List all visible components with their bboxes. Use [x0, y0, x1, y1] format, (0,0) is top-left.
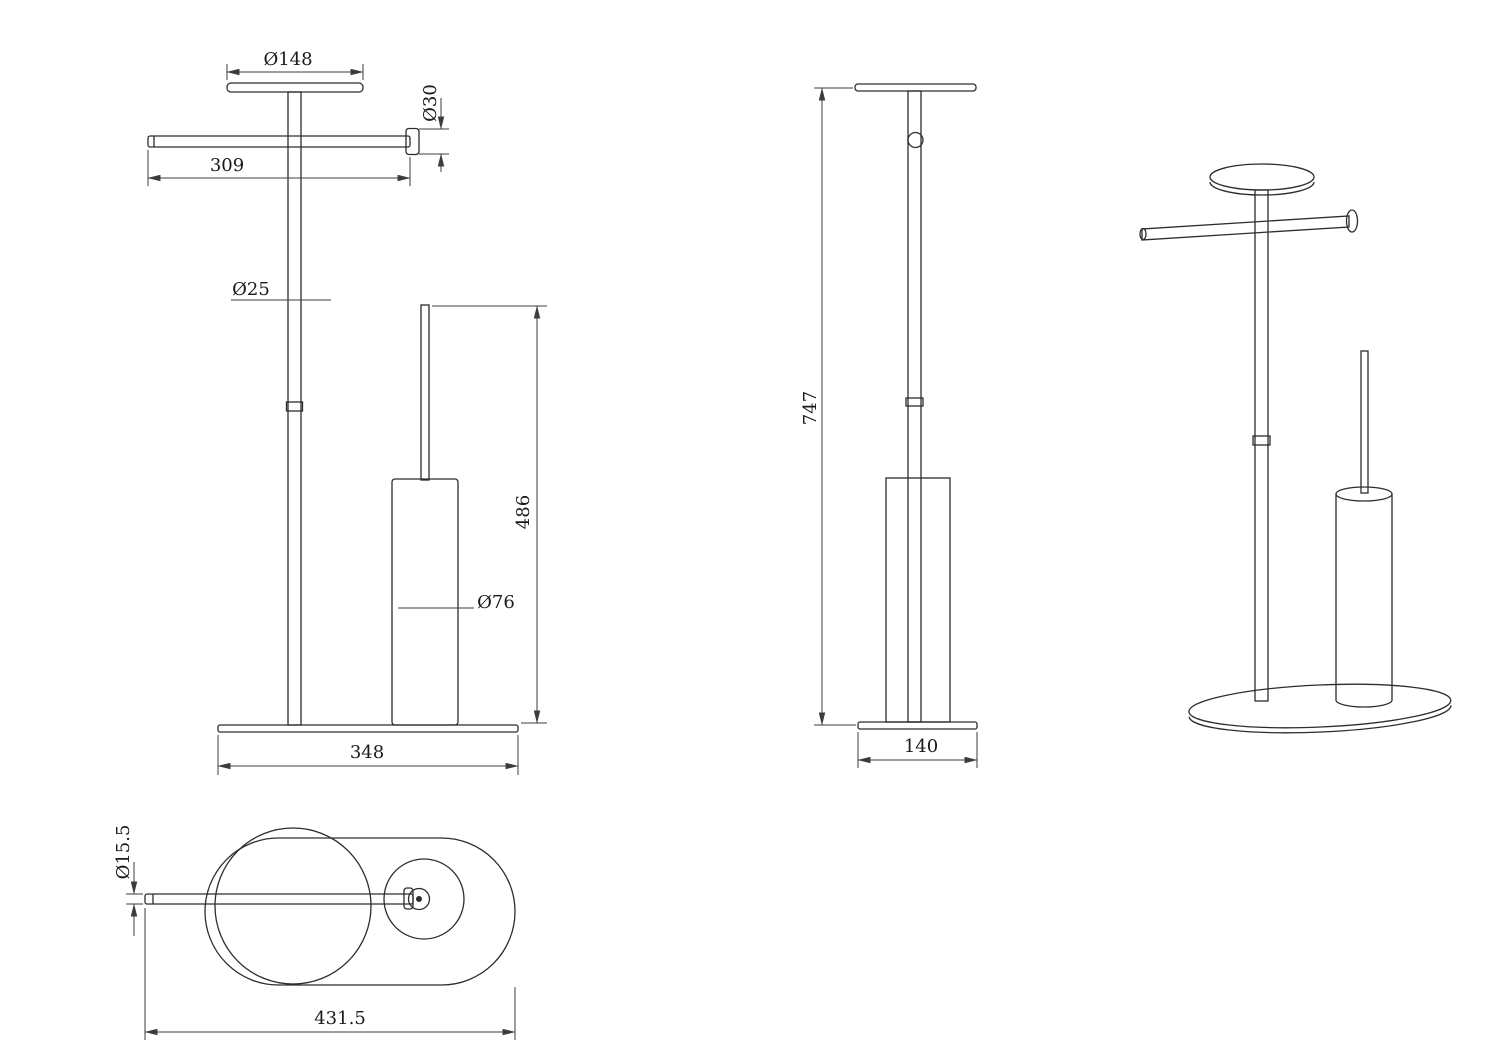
dim-side-base-depth: 140 [857, 732, 978, 768]
dim-label-brush-diameter: Ø76 [477, 592, 515, 613]
front-pole-collar [285, 401, 304, 412]
persp-top-disc-rim [1209, 181, 1315, 196]
persp-roll-bar-left-cap [1139, 227, 1147, 241]
dim-top-overall-length: 431.5 [144, 908, 516, 1040]
front-roll-bar-end-cap [405, 127, 420, 156]
front-base [217, 724, 519, 733]
persp-top-disc [1209, 163, 1315, 191]
side-pole-collar [905, 397, 924, 407]
side-brush-holder [885, 477, 951, 723]
persp-brush-holder-top [1335, 486, 1393, 502]
front-brush-handle [420, 304, 430, 481]
persp-roll-bar [1141, 215, 1350, 241]
top-view: Ø15.5 431.5 [113, 825, 516, 1040]
top-bar-end-circle [407, 887, 431, 911]
top-bar-center-dot [416, 896, 422, 902]
dim-label-base-depth: 140 [904, 736, 938, 757]
dim-front-disc-diameter: Ø148 [226, 49, 364, 80]
side-base [857, 721, 978, 730]
top-brush-holder-circle [383, 858, 465, 940]
dim-label-overall-length: 431.5 [314, 1008, 366, 1029]
dim-label-end-cap-diameter: Ø30 [420, 84, 441, 122]
side-bar-screw [907, 131, 924, 149]
dim-front-end-cap-diameter: Ø30 [419, 84, 449, 172]
dim-side-overall-height: 747 [800, 87, 856, 726]
dim-label-base-width: 348 [350, 742, 384, 763]
dim-label-pole-diameter: Ø25 [232, 279, 270, 300]
persp-brush-handle [1360, 350, 1369, 494]
dim-front-bar-length: 309 [147, 150, 411, 186]
side-view: 747 140 [800, 83, 978, 768]
dim-label-brush-height: 486 [513, 495, 534, 529]
front-pole [287, 91, 302, 726]
front-roll-bar [147, 135, 411, 148]
side-top-disc [854, 83, 977, 92]
front-top-disc [226, 82, 364, 93]
front-brush-holder [391, 478, 459, 726]
persp-roll-bar-end-cap [1345, 209, 1359, 233]
top-base-outline [204, 837, 516, 986]
persp-pole-collar [1252, 435, 1271, 446]
persp-base-rim [1188, 705, 1452, 734]
perspective-view [1139, 163, 1452, 734]
top-roll-bar-end-cap [403, 887, 414, 910]
dim-label-bar-length: 309 [210, 155, 244, 176]
dim-label-overall-height: 747 [800, 391, 821, 425]
top-disc-circle [214, 827, 372, 985]
ext-lines [147, 150, 411, 186]
ext-lines [419, 128, 449, 155]
dim-front-pole-diameter: Ø25 [231, 279, 331, 301]
persp-base [1188, 683, 1452, 734]
dim-label-bar-diameter: Ø15.5 [113, 825, 134, 880]
front-view: Ø148 Ø30 309 Ø25 Ø76 486 [147, 49, 547, 775]
dim-top-bar-diameter: Ø15.5 [113, 825, 143, 936]
top-roll-bar [144, 893, 414, 905]
dim-front-base-width: 348 [217, 735, 519, 775]
dim-front-brush-height: 486 [432, 305, 547, 724]
persp-base-top [1188, 683, 1452, 729]
ext-lines [126, 893, 143, 905]
persp-brush-holder-body [1335, 494, 1393, 708]
dim-front-brush-diameter: Ø76 [398, 592, 515, 613]
dim-label-disc-diameter: Ø148 [263, 49, 312, 70]
